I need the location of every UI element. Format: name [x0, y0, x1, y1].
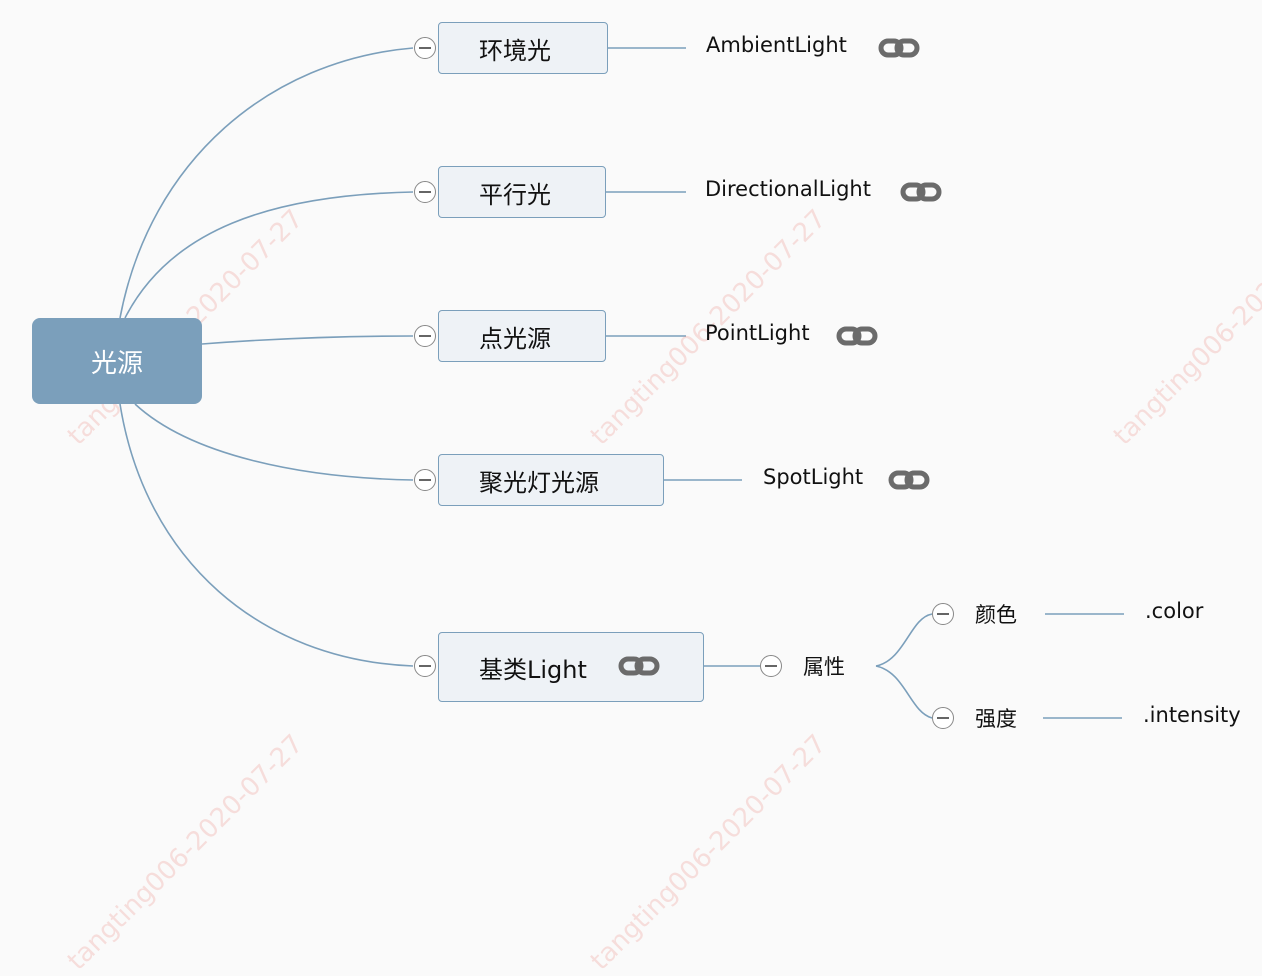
branch-label: 聚光灯光源 [479, 468, 599, 497]
collapse-toggle-icon[interactable] [932, 603, 954, 625]
link-icon[interactable] [900, 181, 942, 203]
watermark: tangting006-2020-07-27 [585, 728, 833, 976]
property-color-value[interactable]: .color [1145, 599, 1204, 623]
property-intensity-value[interactable]: .intensity [1143, 703, 1241, 727]
link-icon[interactable] [836, 325, 878, 347]
collapse-toggle-icon[interactable] [760, 655, 782, 677]
branch-label: 基类Light [479, 655, 587, 684]
root-label: 光源 [90, 348, 143, 379]
link-icon[interactable] [618, 655, 660, 677]
leaf-spotlight[interactable]: SpotLight [763, 465, 864, 489]
connector-lines [119, 47, 1124, 719]
collapse-toggle-icon[interactable] [414, 469, 436, 491]
branch-label: 平行光 [479, 180, 551, 209]
branch-node-point[interactable]: 点光源 [438, 310, 606, 362]
collapse-toggle-icon[interactable] [414, 325, 436, 347]
leaf-directionallight[interactable]: DirectionalLight [705, 177, 871, 201]
watermark: tangting006-2020-07-27 [62, 728, 310, 976]
branch-label: 环境光 [479, 36, 551, 65]
collapse-toggle-icon[interactable] [932, 707, 954, 729]
branch-node-ambient[interactable]: 环境光 [438, 22, 608, 74]
property-intensity-label[interactable]: 强度 [975, 707, 1017, 731]
property-color-label[interactable]: 颜色 [975, 603, 1017, 627]
branch-label: 点光源 [479, 324, 551, 353]
leaf-pointlight[interactable]: PointLight [705, 321, 810, 345]
attributes-label[interactable]: 属性 [803, 655, 845, 679]
link-icon[interactable] [888, 469, 930, 491]
branch-node-base-light[interactable]: 基类Light [438, 632, 704, 702]
branch-node-directional[interactable]: 平行光 [438, 166, 606, 218]
leaf-ambientlight[interactable]: AmbientLight [706, 33, 847, 57]
link-icon[interactable] [878, 37, 920, 59]
root-node[interactable]: 光源 [32, 318, 202, 404]
collapse-toggle-icon[interactable] [414, 181, 436, 203]
branch-node-spot[interactable]: 聚光灯光源 [438, 454, 664, 506]
collapse-toggle-icon[interactable] [414, 37, 436, 59]
collapse-toggle-icon[interactable] [414, 655, 436, 677]
